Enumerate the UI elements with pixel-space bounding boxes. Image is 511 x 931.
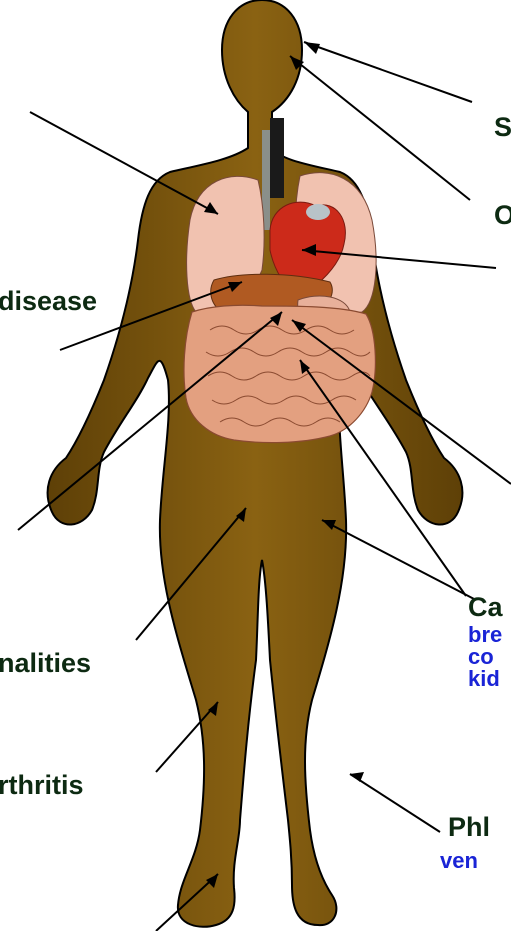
label-phlebitis-venous: ven — [440, 850, 478, 871]
leader-stroke — [304, 42, 472, 102]
label-disease: disease — [0, 286, 97, 316]
label-cancer-breast: bre — [468, 624, 502, 645]
label-cancer-colon: co — [468, 646, 494, 667]
label-arthritis: rthritis — [0, 770, 84, 800]
label-stroke: S — [494, 112, 511, 142]
trachea — [270, 118, 284, 198]
leader-lung — [30, 112, 218, 214]
body-silhouette — [48, 0, 463, 927]
label-other-head: O — [494, 200, 511, 230]
label-cancer: Ca — [468, 592, 503, 622]
label-cancer-kidney: kid — [468, 668, 500, 689]
label-abnormalities: nalities — [0, 648, 91, 678]
label-phlebitis: Phl — [448, 812, 490, 842]
leader-phlebitis — [350, 774, 440, 832]
